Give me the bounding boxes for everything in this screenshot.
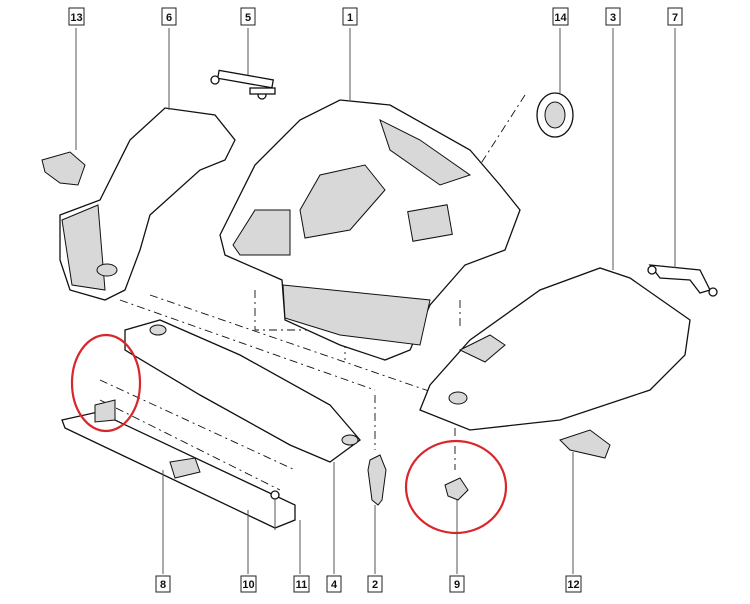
- svg-text:13: 13: [70, 12, 82, 24]
- svg-text:9: 9: [454, 579, 460, 591]
- part-2-stud: [367, 454, 387, 506]
- svg-text:10: 10: [242, 579, 254, 591]
- callout-11: 11: [293, 575, 310, 593]
- svg-text:8: 8: [160, 579, 166, 591]
- callout-7: 7: [667, 7, 683, 26]
- callout-4: 4: [326, 575, 342, 593]
- part-14-grommet: [536, 92, 574, 138]
- callout-3: 3: [605, 7, 621, 26]
- part-10-screw: [270, 490, 280, 530]
- svg-text:4: 4: [331, 579, 338, 591]
- callout-5: 5: [240, 7, 256, 26]
- part-9-clip: [444, 477, 469, 501]
- svg-text:12: 12: [567, 579, 579, 591]
- highlight-circle-left: [70, 333, 142, 433]
- callout-13: 13: [68, 7, 85, 26]
- part-7-bracket: [648, 264, 711, 294]
- part-6-left-cover: [59, 107, 236, 301]
- callout-12: 12: [565, 575, 582, 593]
- callout-6: 6: [161, 7, 177, 26]
- callout-10: 10: [240, 575, 257, 593]
- svg-text:1: 1: [347, 12, 353, 24]
- svg-text:6: 6: [166, 12, 172, 24]
- callout-8: 8: [155, 575, 171, 593]
- part-4-seal-strip: [124, 319, 361, 463]
- callout-9: 9: [449, 575, 465, 593]
- callout-14: 14: [552, 7, 569, 26]
- part-13-bracket: [41, 151, 86, 186]
- highlight-circle-right: [404, 439, 508, 535]
- svg-text:14: 14: [554, 12, 567, 24]
- svg-text:2: 2: [372, 579, 378, 591]
- part-5-clips: [210, 69, 276, 100]
- svg-text:3: 3: [610, 12, 616, 24]
- callout-2: 2: [367, 575, 383, 593]
- leader-lines: [75, 28, 676, 574]
- part-3-right-cover: [419, 267, 691, 431]
- part-12-bracket: [559, 429, 611, 459]
- svg-text:5: 5: [245, 12, 251, 24]
- callout-1: 1: [342, 7, 358, 26]
- svg-text:7: 7: [672, 12, 678, 24]
- svg-text:11: 11: [296, 579, 308, 591]
